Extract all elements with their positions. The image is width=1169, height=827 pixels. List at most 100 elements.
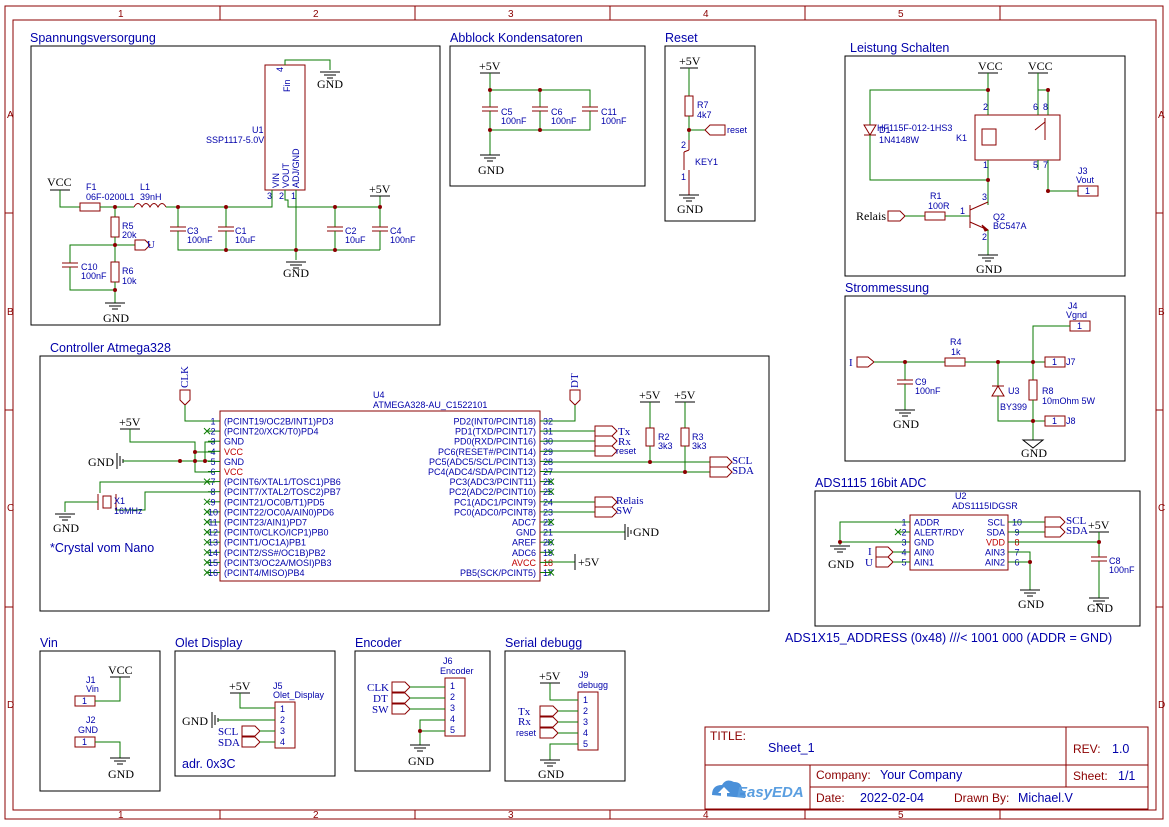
r6-value: 10k	[122, 276, 137, 286]
diode-u3[interactable]	[991, 385, 1005, 397]
mcu-u4[interactable]	[219, 410, 541, 582]
decoupling-section[interactable]: Abblock Kondensatoren +5V GND C5 100nF C…	[449, 31, 646, 187]
net-relais-label: Relais	[856, 209, 886, 223]
j9-pin: 2	[583, 706, 588, 716]
olet-section[interactable]: Olet Display J5 Olet_Display 1 2 3 4 +5V…	[174, 636, 336, 777]
adc-pin-number: 2	[901, 528, 906, 538]
crystal-x1[interactable]	[102, 495, 112, 509]
section-title-olet: Olet Display	[175, 636, 243, 650]
connector-j7[interactable]	[1044, 356, 1066, 368]
row-label: A	[1158, 110, 1165, 121]
connector-j6[interactable]	[444, 677, 466, 737]
resistor-r6[interactable]	[110, 261, 120, 283]
net-reset-label: reset	[516, 728, 537, 738]
reset-section[interactable]: Reset +5V R7 4k7 reset 2 1 KEY1 GND	[664, 31, 756, 222]
adc-pin-label: SCL	[987, 518, 1005, 528]
l1-ref: L1	[140, 182, 150, 192]
mcu-pin-label: GND	[224, 457, 245, 467]
q2-pin-b: 1	[960, 206, 965, 216]
r3-ref: R3	[692, 432, 704, 442]
connector-j8[interactable]	[1044, 415, 1066, 427]
relay-pin1: 1	[983, 160, 988, 170]
resistor-r3[interactable]	[680, 427, 690, 447]
c4-value: 100nF	[390, 235, 416, 245]
row-label: C	[1158, 503, 1165, 514]
u1-vin-pin: VIN	[271, 173, 281, 188]
resistor-r8[interactable]	[1028, 379, 1038, 401]
adc-address-note: ADS1X15_ADDRESS (0x48) ///< 1001 000 (AD…	[785, 631, 1112, 645]
j5-value: Olet_Display	[273, 690, 325, 700]
u1-fin-num: 4	[275, 67, 285, 72]
net-flag-adc-u[interactable]	[875, 556, 894, 568]
section-title-controller: Controller Atmega328	[50, 341, 171, 355]
net-flag-clk[interactable]	[179, 389, 191, 406]
mcu-pin-number: 25	[543, 487, 553, 497]
encoder-section[interactable]: Encoder J6 Encoder 1 2 3 4 5 CLK DT SW G…	[354, 636, 491, 772]
j1-ref: J1	[86, 675, 96, 685]
sheet-title: Sheet_1	[768, 741, 815, 755]
resistor-r5[interactable]	[110, 216, 120, 238]
relay-pin6: 6	[1033, 102, 1038, 112]
vin-block-border	[39, 650, 161, 792]
j3-value: Vout	[1076, 175, 1095, 185]
drawn-label: Drawn By:	[954, 791, 1009, 805]
rev-value: 1.0	[1112, 742, 1129, 756]
adc-pin-label: ALERT/RDY	[914, 528, 964, 538]
j2-ref: J2	[86, 715, 96, 725]
net-flag-dt[interactable]	[569, 389, 581, 406]
j4-ref: J4	[1068, 301, 1078, 311]
diode-d1[interactable]	[863, 124, 877, 136]
controller-section[interactable]: Controller Atmega328 U4 ATMEGA328-AU_C15…	[39, 341, 770, 612]
connector-j3[interactable]	[1077, 185, 1099, 197]
net-clk-label: CLK	[179, 366, 191, 388]
title-block: TITLE: Sheet_1 REV: 1.0 Company: Your Co…	[704, 726, 1149, 810]
serial-section[interactable]: Serial debugg J9 debugg 1 2 3 4 5 +5V Tx…	[504, 636, 626, 782]
net-sw-label: SW	[616, 505, 633, 517]
current-section[interactable]: Strommessung J4 Vgnd 1 I R4 1k 1 J7 C9 1…	[844, 281, 1126, 462]
net-flag-reset[interactable]	[704, 124, 726, 136]
power-section[interactable]: Spannungsversorgung U1 SSP1117-5.0V Fin …	[30, 31, 441, 326]
company-label: Company:	[816, 768, 871, 782]
connector-j5[interactable]	[274, 701, 296, 749]
adc-pin-label: AIN1	[914, 558, 934, 568]
mcu-pin-number: 16	[208, 568, 218, 578]
c3-value: 100nF	[187, 235, 213, 245]
c8-ref: C8	[1109, 556, 1121, 566]
fuse-f1[interactable]	[79, 202, 101, 212]
relay-k1[interactable]	[974, 114, 1061, 161]
gnd-label: GND	[408, 754, 434, 768]
gnd-label: GND	[893, 417, 919, 431]
mcu-pin-number: 30	[543, 437, 553, 447]
r3-value: 3k3	[692, 441, 707, 451]
inductor-l1[interactable]	[133, 203, 167, 209]
c10-value: 100nF	[81, 271, 107, 281]
key-pin1: 1	[681, 172, 686, 182]
relay-pin7: 7	[1043, 160, 1048, 170]
connector-j9[interactable]	[577, 691, 599, 751]
r7-ref: R7	[697, 100, 709, 110]
col-label: 5	[898, 9, 904, 20]
c5-ref: C5	[501, 107, 513, 117]
net-flag-i[interactable]	[856, 356, 875, 368]
c10-ref: C10	[81, 262, 98, 272]
net-flag-relais[interactable]	[887, 210, 906, 222]
resistor-r2[interactable]	[645, 427, 655, 447]
mcu-pin-number: 21	[543, 528, 553, 538]
j3-ref: J3	[1078, 166, 1088, 176]
adc-pin-label: AIN0	[914, 548, 934, 558]
net-flag-adc-i[interactable]	[875, 546, 894, 558]
resistor-r1[interactable]	[924, 211, 946, 221]
resistor-r4[interactable]	[944, 357, 966, 367]
mcu-pin-label: (PCINT22/OC0A/AIN0)PD6	[224, 507, 334, 517]
r5-value: 20k	[122, 230, 137, 240]
switch-section[interactable]: Leistung Schalten VCC VCC D1 1N4148W HF1…	[844, 41, 1126, 277]
j2-pin: 1	[82, 737, 87, 747]
j9-pin: 5	[583, 739, 588, 749]
resistor-r7[interactable]	[684, 95, 694, 117]
net-flag-u[interactable]	[134, 239, 151, 251]
net-scl-label: SCL	[1066, 515, 1086, 527]
j9-pin: 3	[583, 717, 588, 727]
vin-section[interactable]: Vin J1 Vin 1 VCC J2 GND 1 GND	[39, 636, 161, 792]
